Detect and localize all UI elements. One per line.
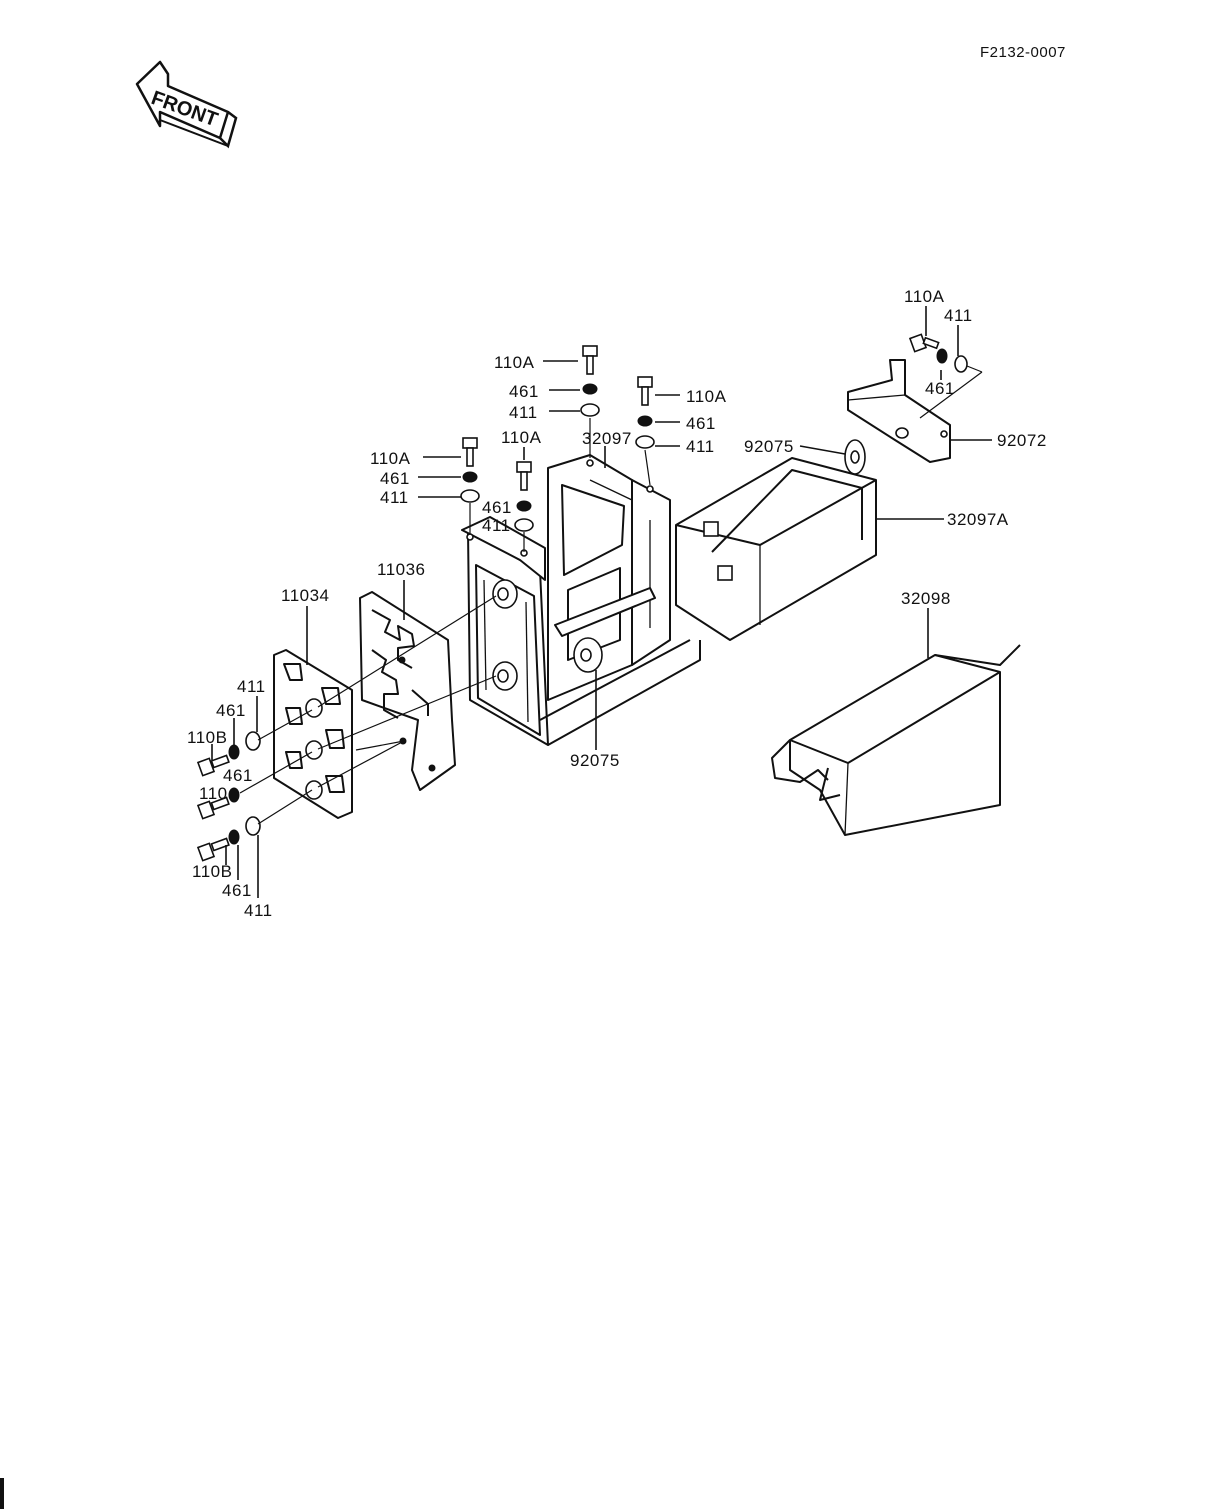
bolt-stack-top-center bbox=[580, 345, 600, 458]
bracket-92072 bbox=[847, 359, 951, 463]
bolt-stack-bracket bbox=[908, 333, 983, 419]
callout-32097a: 32097A bbox=[947, 510, 1009, 529]
cover-32098 bbox=[771, 644, 1021, 836]
plate-11036 bbox=[359, 591, 456, 791]
callout-110a-bracket: 110A bbox=[904, 287, 945, 306]
callout-411-bracket: 411 bbox=[944, 306, 973, 325]
callout-461-upper-left: 461 bbox=[216, 701, 246, 720]
callout-labels: 110A 461 411 110A 461 411 32097 110A 461… bbox=[187, 287, 1047, 920]
callout-92072: 92072 bbox=[997, 431, 1047, 450]
callout-461-middle-left: 461 bbox=[223, 766, 253, 785]
battery-box-32097a bbox=[675, 457, 877, 641]
callout-110a-right-bolt: 110A bbox=[686, 387, 727, 406]
bolt-stack-top-right bbox=[635, 376, 655, 486]
drawing-code: F2132-0007 bbox=[980, 44, 1066, 61]
callout-92075-lower: 92075 bbox=[570, 751, 620, 770]
leader-lines bbox=[211, 306, 992, 898]
callout-110-middle: 110 bbox=[199, 784, 228, 803]
battery-case-32097 bbox=[461, 454, 701, 746]
callout-411-lower: 411 bbox=[244, 901, 273, 920]
callout-110b-lower: 110B bbox=[192, 862, 232, 881]
callout-411-right-bolt: 411 bbox=[686, 437, 715, 456]
callout-461-left-bolt: 461 bbox=[380, 469, 410, 488]
callout-110a-left-bolt: 110A bbox=[370, 449, 411, 468]
callout-461-right-bolt: 461 bbox=[686, 414, 716, 433]
callout-11034: 11034 bbox=[281, 586, 330, 605]
scan-edge-mark bbox=[0, 1478, 4, 1509]
plate-11034 bbox=[273, 649, 353, 819]
callout-461-lower: 461 bbox=[222, 881, 252, 900]
callout-461-bracket: 461 bbox=[925, 379, 955, 398]
callout-411-left-bolt: 411 bbox=[380, 488, 409, 507]
callout-32098: 32098 bbox=[901, 589, 951, 608]
rubber-damper-92075-upper bbox=[844, 439, 866, 475]
callout-411-upper-left: 411 bbox=[237, 677, 266, 696]
callout-110b-upper: 110B bbox=[187, 728, 227, 747]
callout-110a-mid-bolt: 110A bbox=[501, 428, 542, 447]
callout-411-top-center: 411 bbox=[509, 403, 538, 422]
callout-411-mid-bolt: 411 bbox=[482, 516, 511, 535]
callout-32097: 32097 bbox=[582, 429, 632, 448]
bolt-stack-left bbox=[460, 437, 480, 535]
callout-461-mid-bolt: 461 bbox=[482, 498, 512, 517]
callout-461-top-center: 461 bbox=[509, 382, 539, 401]
callout-110a-top-center: 110A bbox=[494, 353, 535, 372]
callout-11036: 11036 bbox=[377, 560, 426, 579]
bolt-stack-lower-left bbox=[196, 595, 497, 862]
bolt-stack-middle bbox=[514, 461, 534, 552]
callout-92075-upper: 92075 bbox=[744, 437, 794, 456]
front-arrow-icon: FRONT bbox=[135, 60, 238, 149]
